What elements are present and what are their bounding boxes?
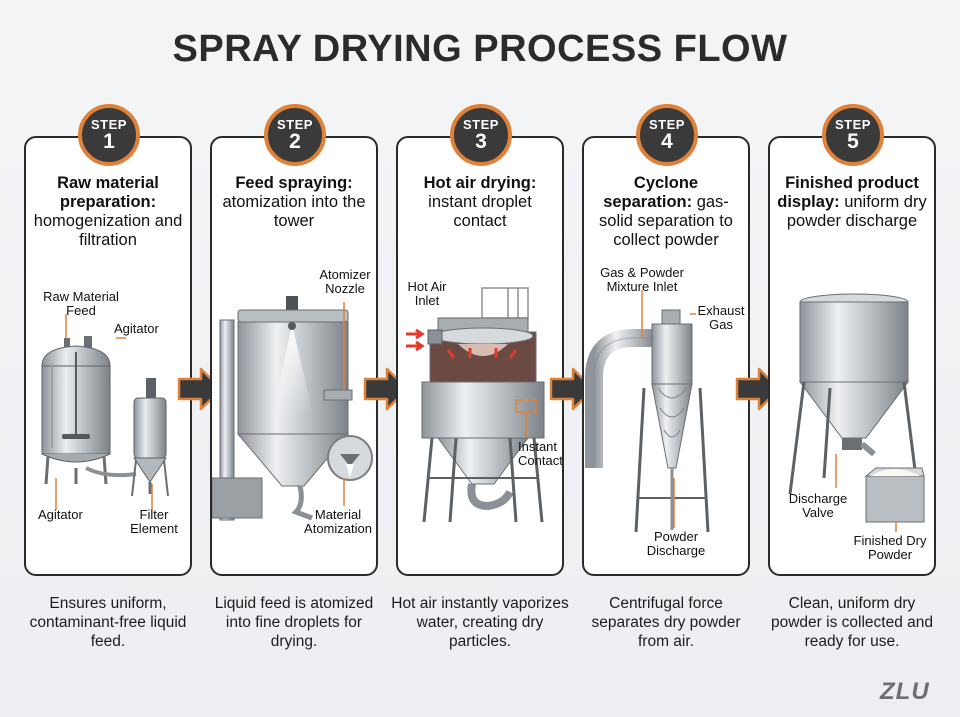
step-1-card: Raw material preparation: homogenization… <box>24 136 192 576</box>
step-2-badge: STEP 2 <box>264 104 326 166</box>
callout-agitator-top: Agitator <box>114 321 159 336</box>
callout-raw-material-feed: Raw Material Feed <box>43 289 119 318</box>
callout-gas-powder-inlet: Gas & Powder Mixture Inlet <box>600 265 684 294</box>
drying-chamber-illustration <box>406 287 545 523</box>
step-4-card: Cyclone separation: gas-solid separation… <box>582 136 750 576</box>
spray-tower-illustration <box>212 296 373 521</box>
step-number: 1 <box>103 130 115 153</box>
step-label: STEP <box>463 117 499 132</box>
step-number: 3 <box>475 130 487 153</box>
step-label: STEP <box>649 117 685 132</box>
callout-powder-discharge: Powder Discharge <box>646 529 706 558</box>
step-5-badge: STEP 5 <box>822 104 884 166</box>
step-2-card: Feed spraying: atomization into the towe… <box>210 136 378 576</box>
step-1-description: Ensures uniform, contaminant-free liquid… <box>29 595 187 650</box>
callout-hot-air-inlet: Hot Air Inlet <box>407 279 447 308</box>
step-5-description: Clean, uniform dry powder is collected a… <box>771 595 933 650</box>
step-2-description: Liquid feed is atomized into fine drople… <box>214 595 374 650</box>
step-3-card: Hot air drying: instant droplet contact … <box>396 136 564 576</box>
mixing-tank-illustration <box>41 314 169 510</box>
callout-agitator-bottom: Agitator <box>38 507 83 522</box>
step-heading: Finished product display: uniform dry po… <box>777 174 927 230</box>
step-label: STEP <box>91 117 127 132</box>
page-title: SPRAY DRYING PROCESS FLOW <box>172 28 788 70</box>
step-heading: Hot air drying: instant droplet contact <box>423 174 537 230</box>
step-number: 4 <box>661 130 673 153</box>
step-label: STEP <box>835 117 871 132</box>
callout-exhaust-gas: Exhaust Gas <box>697 303 745 332</box>
step-3-badge: STEP 3 <box>450 104 512 166</box>
callout-finished-dry-powder: Finished Dry Powder <box>853 533 927 562</box>
step-3-description: Hot air instantly vaporizes water, creat… <box>391 595 569 650</box>
step-1-badge: STEP 1 <box>78 104 140 166</box>
step-heading: Feed spraying: atomization into the towe… <box>222 174 366 230</box>
step-number: 5 <box>847 130 859 153</box>
step-5-card: Finished product display: uniform dry po… <box>768 136 936 576</box>
step-heading: Cyclone separation: gas-solid separation… <box>599 174 733 249</box>
step-heading: Raw material preparation: homogenization… <box>33 174 183 249</box>
callout-discharge-valve: Discharge Valve <box>788 491 848 520</box>
step-label: STEP <box>277 117 313 132</box>
callout-atomizer-nozzle: Atomizer Nozzle <box>319 267 371 296</box>
callout-material-atomization: Material Atomization <box>304 507 372 536</box>
brand-logo: ZLU <box>880 678 930 705</box>
callout-filter-element: Filter Element <box>130 507 178 536</box>
step-4-description: Centrifugal force separates dry powder f… <box>591 595 741 650</box>
product-hopper-illustration <box>788 293 925 532</box>
callout-instant-contact: Instant Contact <box>518 439 563 468</box>
step-4-badge: STEP 4 <box>636 104 698 166</box>
cyclone-separator-illustration <box>585 290 710 533</box>
step-number: 2 <box>289 130 301 153</box>
